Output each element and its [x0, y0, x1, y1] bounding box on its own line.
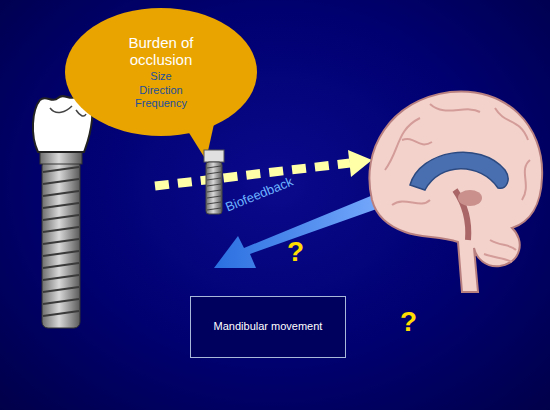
screw-thread — [43, 215, 79, 220]
node-heading: Mandibular movement — [214, 320, 323, 333]
screw-thread — [207, 184, 221, 186]
screw-thread — [43, 191, 79, 196]
speech-bubble: Burden of occlusionSize Direction Freque… — [65, 8, 257, 136]
screw-thread — [207, 172, 221, 174]
screw-thread — [43, 299, 79, 304]
question-mark: ? — [400, 306, 417, 338]
process-box: Mandibular movement — [190, 296, 346, 358]
screw-thread — [43, 239, 79, 244]
screw-thread — [43, 287, 79, 292]
screw-thread — [207, 202, 221, 204]
node-body: Size Direction Frequency — [135, 70, 187, 110]
question-mark: ? — [287, 236, 304, 268]
screw-thread — [43, 179, 79, 184]
small-implant — [204, 150, 224, 214]
implant-with-crown — [33, 95, 92, 328]
screw-thread — [43, 263, 79, 268]
screw-thread — [43, 251, 79, 256]
screw-thread — [43, 167, 79, 172]
screw-thread — [43, 311, 79, 316]
screw-thread — [207, 196, 221, 198]
screw-thread — [207, 166, 221, 168]
bubble-fill — [65, 8, 257, 136]
brain — [369, 91, 542, 292]
afferent-arrow — [155, 150, 372, 186]
screw-thread — [207, 178, 221, 180]
screw-thread — [207, 208, 221, 210]
node-heading: Burden of occlusion — [111, 34, 211, 69]
screw-thread — [207, 190, 221, 192]
screw-thread — [43, 203, 79, 208]
screw-thread — [43, 227, 79, 232]
screw-thread — [43, 275, 79, 280]
